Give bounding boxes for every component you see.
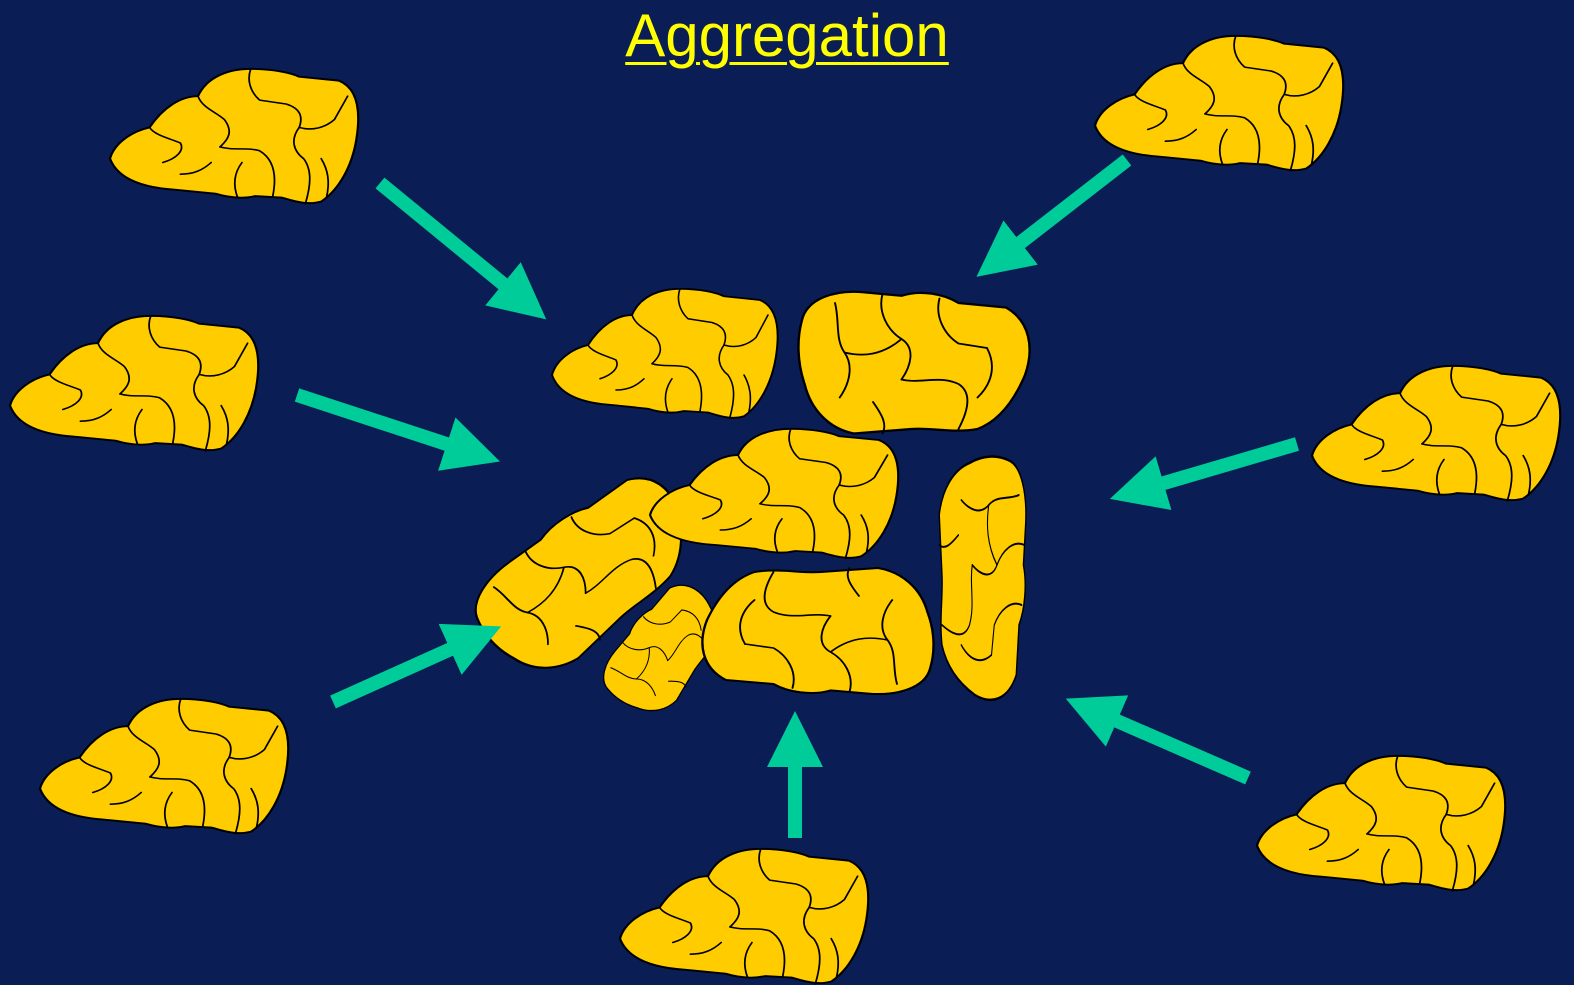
cluster-particle-center — [650, 429, 898, 559]
particle-mid-left — [10, 316, 258, 451]
arrow-from-top-left — [380, 183, 530, 306]
particle-bottom-right — [1257, 756, 1505, 891]
arrow-from-bottom-left — [333, 635, 482, 702]
arrow-from-mid-left — [297, 395, 480, 455]
particle-mid-right — [1312, 366, 1560, 501]
particle-top-center-left — [552, 289, 778, 419]
arrow-from-top-right — [993, 160, 1127, 264]
arrow-from-mid-right — [1130, 444, 1297, 493]
particle-bottom-left — [40, 699, 288, 834]
cluster-particle-top-right — [798, 292, 1029, 434]
particle-top-left — [110, 69, 358, 204]
particle-top-right — [1095, 36, 1343, 171]
cluster-particle-right-vertical — [939, 457, 1026, 700]
arrow-from-bottom-right — [1085, 707, 1248, 778]
cluster-particle-bottom — [702, 568, 933, 694]
particle-bottom-center — [620, 849, 868, 984]
